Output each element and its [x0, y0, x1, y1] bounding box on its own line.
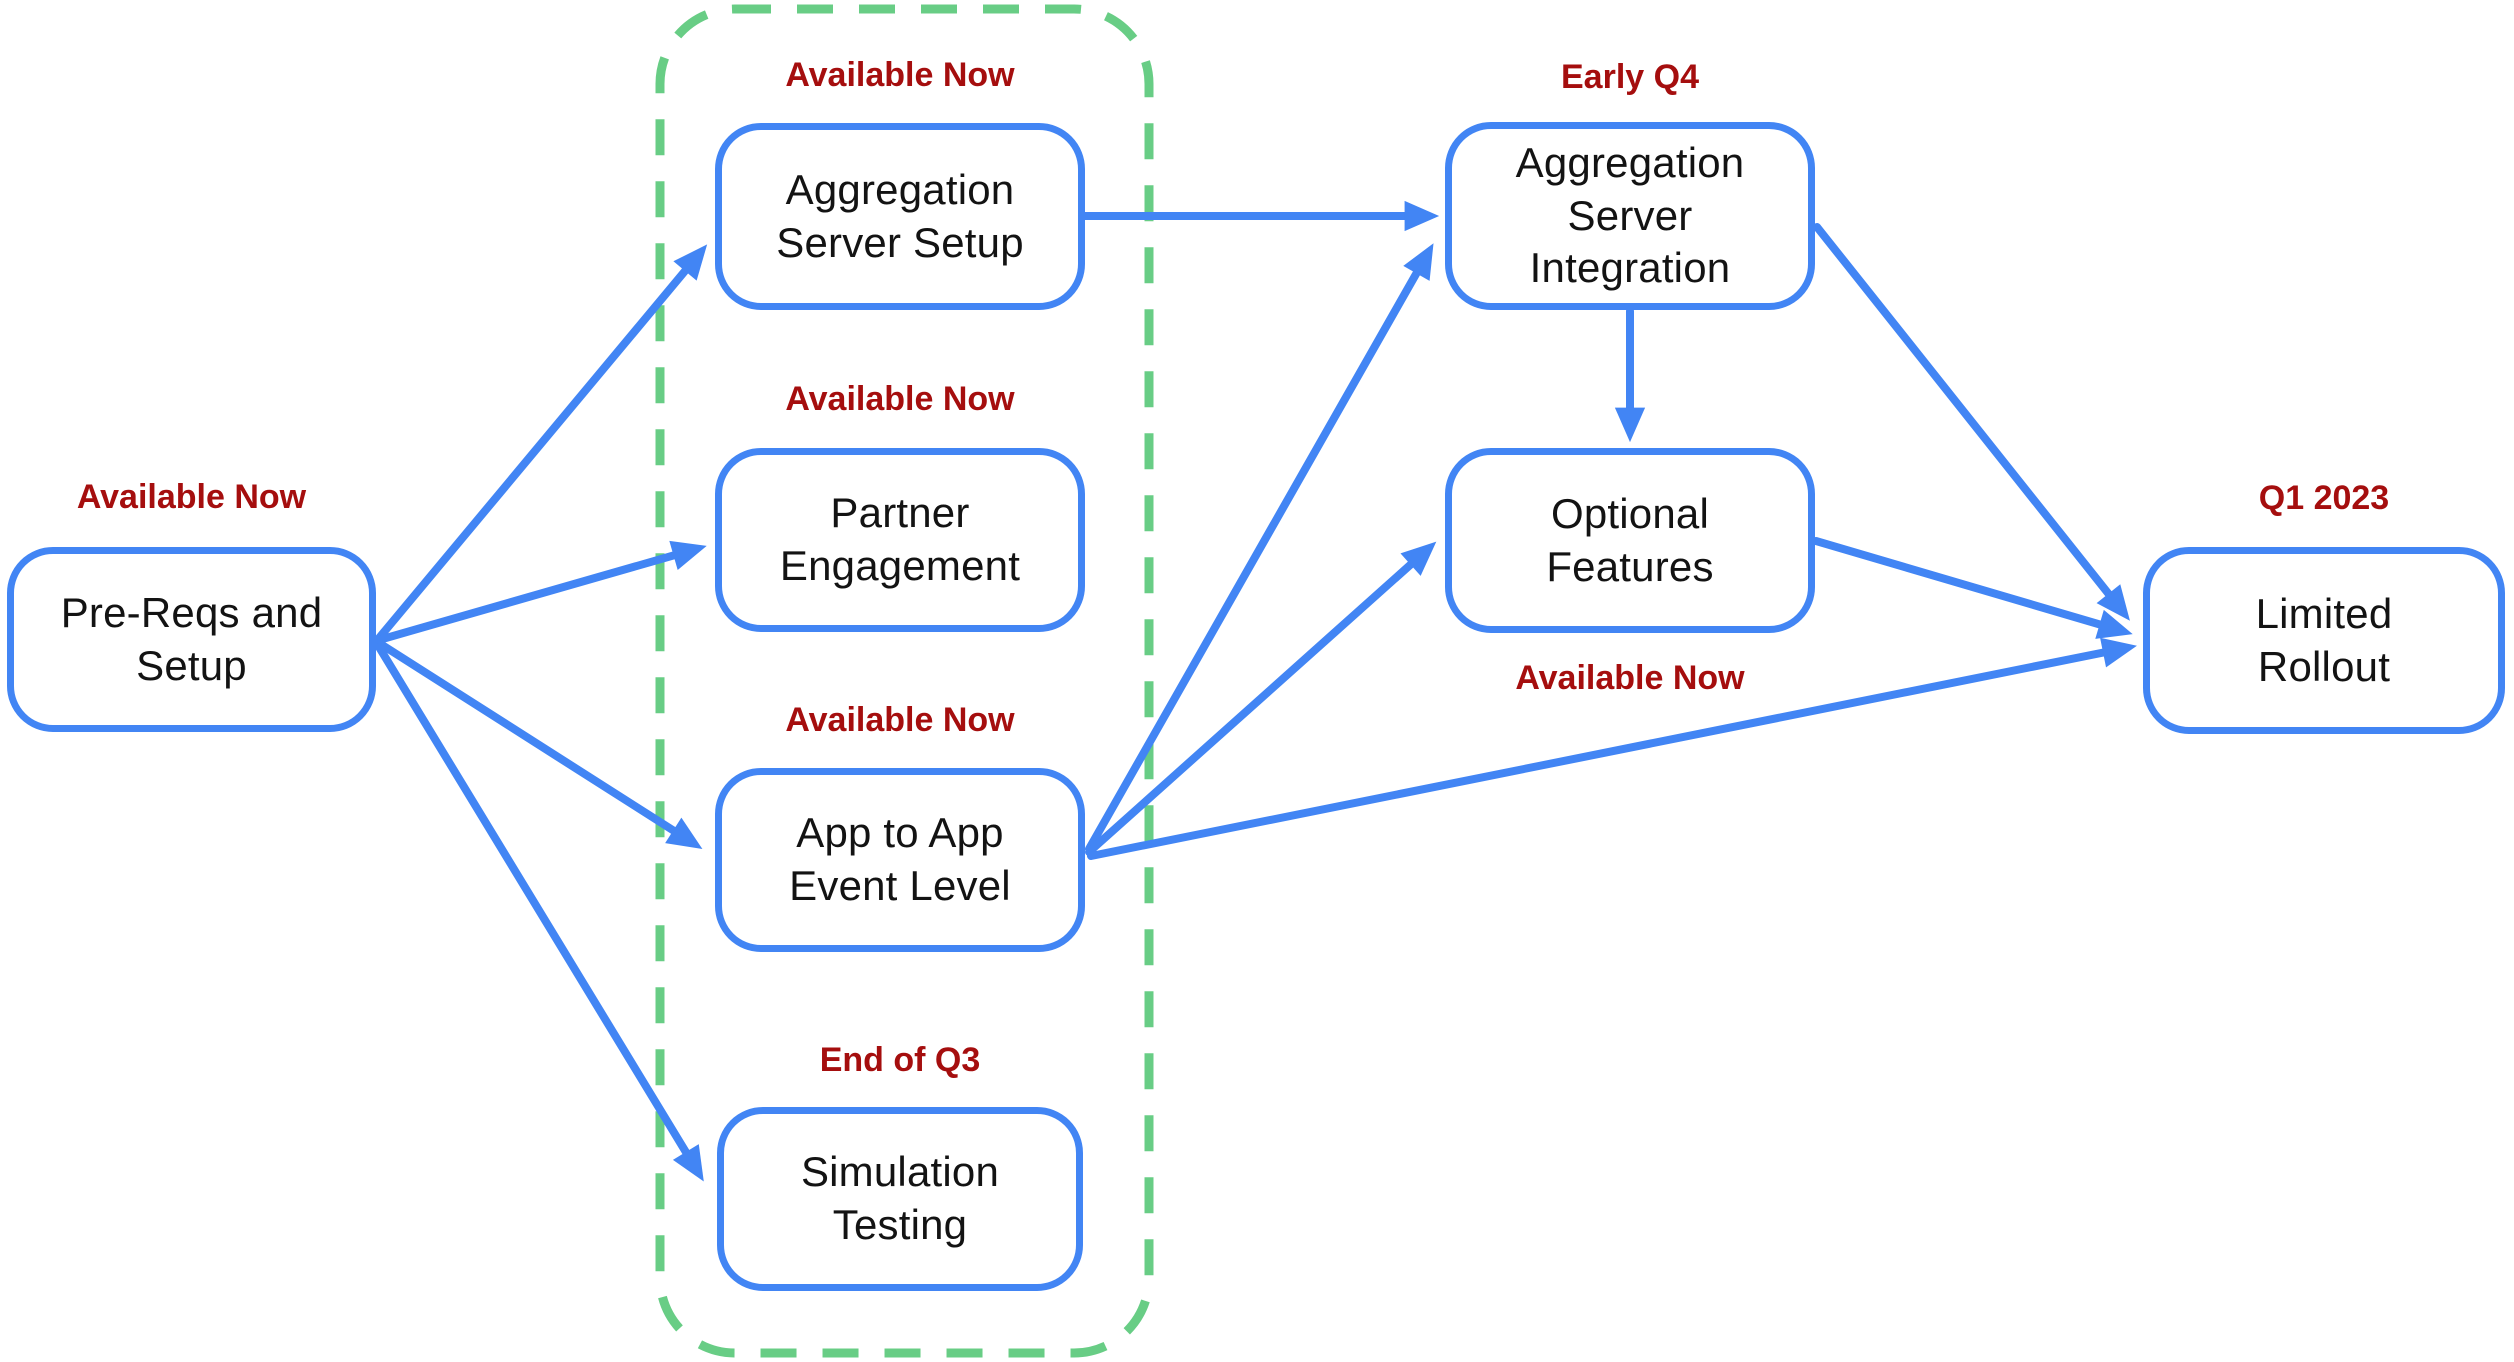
edge-pre_reqs_and_setup-to-aggregation_server_setup	[375, 244, 708, 642]
edge-app_to_app_event_level-to-aggregation_server_integration	[1085, 243, 1434, 853]
edge-pre_reqs_and_setup-to-simulation_testing	[375, 643, 704, 1182]
status-label-limited-rollout: Q1 2023	[2258, 479, 2390, 517]
node-partner-engagement: Partner Engagement	[715, 448, 1085, 632]
status-label-app-to-app: Available Now	[785, 701, 1015, 739]
node-aggregation-server-integration: Aggregation Server Integration	[1445, 122, 1815, 310]
status-label-aggregation-integration: Early Q4	[1561, 58, 1699, 96]
node-optional-features: Optional Features	[1445, 448, 1815, 633]
status-label-partner-engagement: Available Now	[785, 380, 1015, 418]
edge-optional_features-to-limited_rollout	[1812, 537, 2133, 639]
node-limited-rollout: Limited Rollout	[2143, 547, 2505, 734]
node-aggregation-server-setup: Aggregation Server Setup	[715, 123, 1085, 310]
edge-app_to_app_event_level-to-optional_features	[1085, 541, 1437, 856]
status-label-simulation-testing: End of Q3	[819, 1041, 981, 1079]
edge-pre_reqs_and_setup-to-partner_engagement	[375, 540, 707, 644]
status-label-pre-reqs: Available Now	[76, 478, 307, 516]
node-app-to-app-event-level: App to App Event Level	[715, 768, 1085, 952]
node-pre-reqs-and-setup: Pre-Reqs and Setup	[7, 547, 376, 732]
edge-aggregation_server_integration-to-limited_rollout	[1813, 223, 2130, 621]
status-label-optional-features: Available Now	[1515, 659, 1745, 697]
status-label-aggregation-setup: Available Now	[785, 56, 1015, 94]
edge-pre_reqs_and_setup-to-app_to_app_event_level	[375, 639, 703, 849]
edge-app_to_app_event_level-to-limited_rollout	[1087, 637, 2137, 860]
node-simulation-testing: Simulation Testing	[717, 1107, 1083, 1291]
phase-group-outline	[655, 4, 1154, 1358]
